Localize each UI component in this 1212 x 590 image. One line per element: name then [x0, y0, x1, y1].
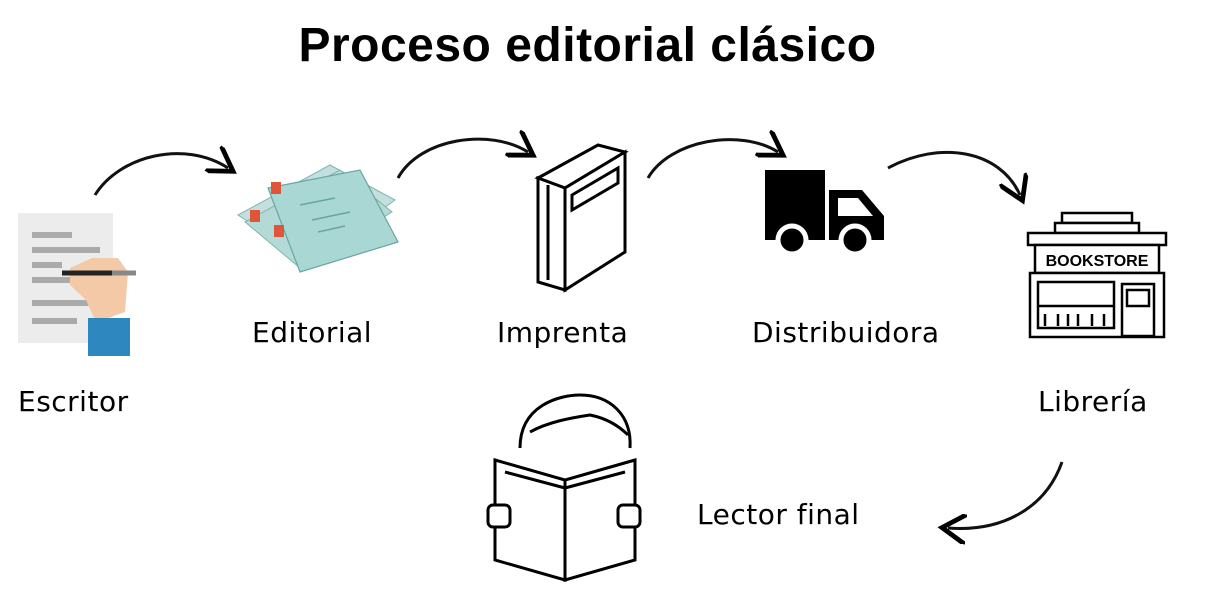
- manuscript-icon: [237, 164, 399, 273]
- node-label-lector: Lector final: [697, 498, 860, 531]
- node-label-escritor: Escritor: [18, 385, 129, 418]
- node-label-libreria: Librería: [1038, 385, 1148, 418]
- arrow-libreria-lector: [948, 461, 1064, 528]
- arrow-escritor-editorial: [93, 154, 228, 196]
- bookstore-sign: BOOKSTORE: [1046, 253, 1149, 270]
- diagram-title: Proceso editorial clásico: [298, 19, 877, 72]
- node-label-distribuidora: Distribuidora: [752, 316, 940, 349]
- arrow-imprenta-distribuidora: [646, 140, 778, 179]
- book-icon: [534, 143, 629, 293]
- node-label-editorial: Editorial: [252, 316, 373, 349]
- writer-icon: [18, 213, 136, 356]
- truck-icon: [765, 170, 884, 257]
- arrow-distribuidora-libreria: [887, 150, 1020, 195]
- bookstore-icon: [1026, 211, 1168, 339]
- node-label-imprenta: Imprenta: [497, 316, 629, 349]
- arrow-editorial-imprenta: [396, 139, 528, 179]
- reader-icon: [486, 393, 642, 582]
